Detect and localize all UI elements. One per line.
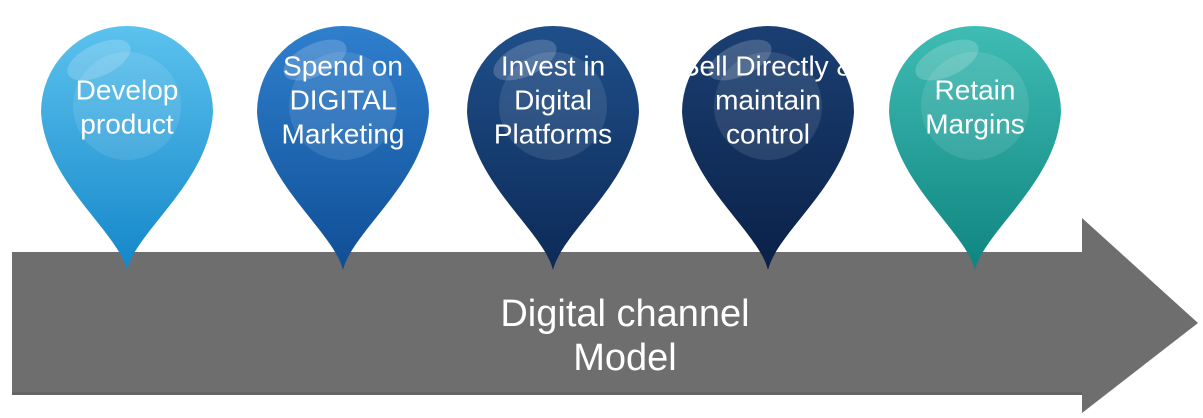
- pin-highlight: [708, 39, 772, 81]
- pin-inner-disc: [499, 52, 607, 160]
- arrow-shape: [12, 218, 1198, 413]
- pin-shape: [257, 26, 429, 271]
- pin-label-line: Spend on: [283, 50, 403, 81]
- pin-label-line: Digital: [514, 84, 592, 115]
- pin-label-line: Margins: [925, 108, 1025, 139]
- pin-shape: [682, 26, 854, 271]
- pin-shape: [41, 26, 213, 270]
- pin-label-line: Platforms: [494, 118, 612, 149]
- pin-shape: [889, 26, 1061, 270]
- pin-shape: [467, 26, 639, 270]
- arrow-label-line2: Model: [573, 337, 677, 379]
- pin-highlight: [915, 39, 979, 81]
- pin-label-line: Marketing: [282, 118, 405, 149]
- pin-label-line: Invest in: [501, 50, 605, 81]
- arrow-label-line1: Digital channel: [500, 293, 749, 335]
- pin-label-line: Develop: [76, 74, 179, 105]
- pin-inner-disc: [289, 52, 397, 160]
- pin-highlight: [283, 39, 347, 81]
- pin-label-line: Sell Directly &: [681, 50, 856, 81]
- pin-inner-disc: [921, 52, 1029, 160]
- pin-highlight: [67, 39, 131, 81]
- pin-label-line: maintain: [715, 84, 821, 115]
- pin-label-line: Retain: [935, 74, 1016, 105]
- pin-highlight: [493, 39, 557, 81]
- arrow-shadow: [12, 392, 1082, 395]
- process-arrow: Digital channel Model: [12, 218, 1198, 413]
- pin-inner-disc: [714, 52, 822, 160]
- pin-label-line: DIGITAL: [290, 84, 397, 115]
- pin-label-line: product: [80, 108, 174, 139]
- pin-label-line: control: [726, 118, 810, 149]
- pin-inner-disc: [73, 52, 181, 160]
